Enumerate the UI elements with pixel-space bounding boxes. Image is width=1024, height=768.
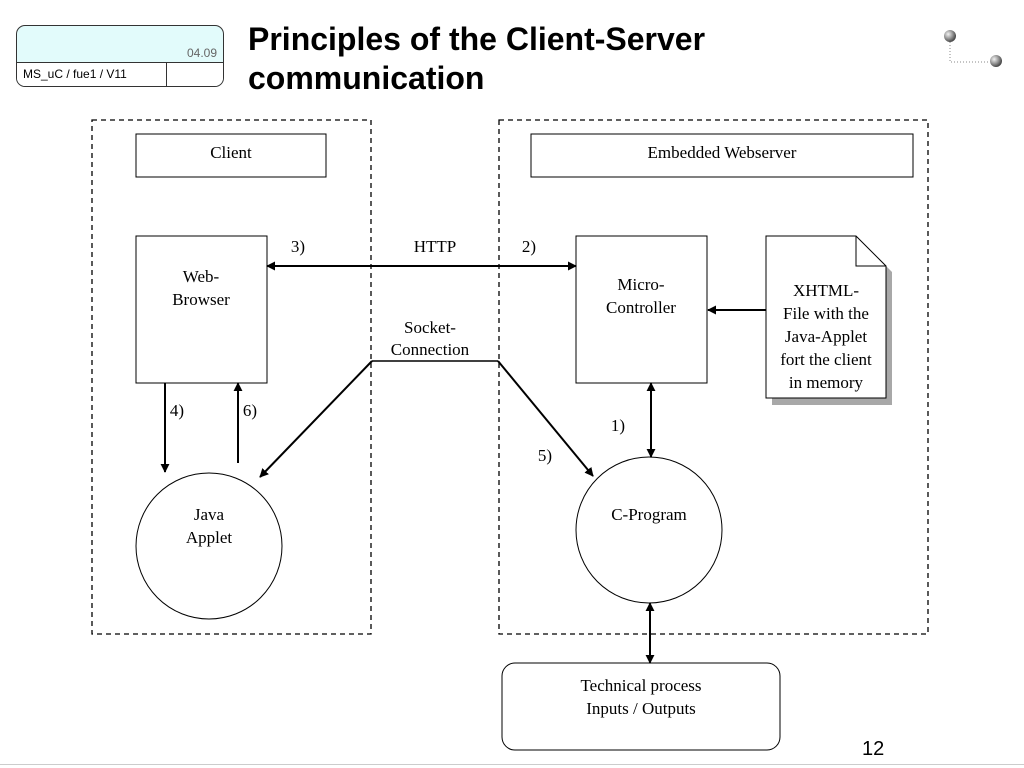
xhtml-label-2: File with the	[783, 304, 869, 323]
step-5-label: 5)	[538, 446, 552, 465]
java-applet-label-2: Applet	[186, 528, 233, 547]
badge-code: MS_uC / fue1 / V11	[23, 67, 127, 81]
http-label: HTTP	[414, 237, 457, 256]
xhtml-file-document: XHTML- File with the Java-Applet fort th…	[765, 235, 892, 405]
slide-title: Principles of the Client-Server communic…	[248, 21, 706, 96]
xhtml-label-5: in memory	[789, 373, 864, 392]
step-4-label: 4)	[170, 401, 184, 420]
client-label: Client	[210, 143, 252, 162]
web-browser-label-2: Browser	[172, 290, 230, 309]
server-box	[530, 133, 914, 178]
server-label: Embedded Webserver	[648, 143, 797, 162]
step-2-label: 2)	[522, 237, 536, 256]
footer-divider	[0, 764, 1024, 765]
xhtml-label-1: XHTML-	[793, 281, 859, 300]
java-applet-circle	[135, 472, 283, 620]
socket-label-2: Connection	[391, 340, 470, 359]
slide-badge: 04.09 2014 MS_uC / fue1 / V11	[16, 25, 224, 87]
technical-process-label-2: Inputs / Outputs	[586, 699, 696, 718]
logo-icon	[944, 30, 1002, 67]
server-container	[498, 119, 929, 635]
socket-label-1: Socket-	[404, 318, 456, 337]
technical-process-label-1: Technical process	[580, 676, 701, 695]
c-program-circle	[575, 456, 723, 604]
c-program-label: C-Program	[611, 505, 687, 524]
client-box	[135, 133, 327, 178]
xhtml-label-3: Java-Applet	[785, 327, 867, 346]
badge-date-top: 04.09	[186, 46, 217, 60]
badge-separator	[166, 63, 167, 86]
badge-code-row: MS_uC / fue1 / V11	[17, 62, 223, 86]
web-browser-label-1: Web-	[183, 267, 220, 286]
web-browser-box	[135, 235, 268, 384]
page-number: 12	[862, 738, 885, 760]
step-6-label: 6)	[243, 401, 257, 420]
micro-controller-label-2: Controller	[606, 298, 676, 317]
step-3-label: 3)	[291, 237, 305, 256]
micro-controller-label-1: Micro-	[617, 275, 665, 294]
xhtml-label-4: fort the client	[780, 350, 872, 369]
socket-to-cprogram-arrow	[497, 360, 594, 477]
step-1-label: 1)	[611, 416, 625, 435]
micro-controller-box	[575, 235, 708, 384]
java-applet-label-1: Java	[194, 505, 225, 524]
client-container	[91, 119, 372, 635]
socket-to-applet-arrow	[259, 360, 373, 478]
technical-process-box	[501, 662, 781, 751]
